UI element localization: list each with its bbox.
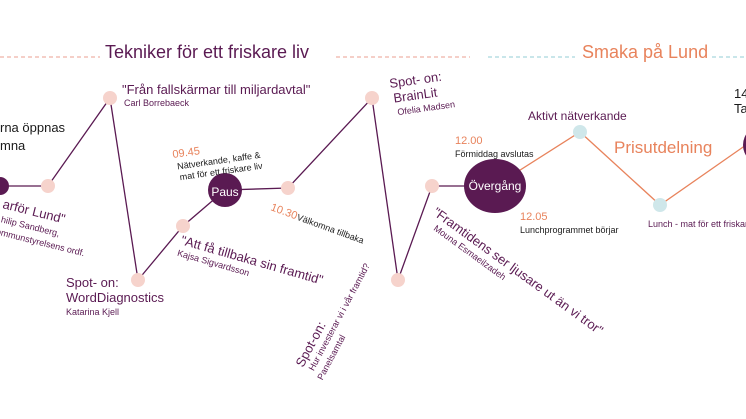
welcome-back-label: Välkomna tillbaka: [296, 212, 366, 246]
node-framtidens: [425, 179, 439, 193]
node-investerar: [391, 273, 405, 287]
node-overgang: [464, 159, 526, 213]
section-title-tekniker: Tekniker för ett friskare liv: [105, 42, 309, 62]
node-start-cut: [0, 177, 9, 195]
talk-brainlit-line2: BrainLit: [392, 85, 438, 106]
talk-wordd-speaker: Katarina Kjell: [66, 307, 119, 317]
node-end-cut: [743, 134, 746, 156]
talk-brainlit-line1: Spot- on:: [388, 69, 442, 91]
transition-end-label: Förmiddag avslutas: [455, 149, 534, 159]
talk-wordd-line1: Spot- on:: [66, 275, 119, 290]
lunch-label: Lunch - mat för ett friskare: [648, 219, 746, 229]
paus-label: Paus: [211, 185, 238, 199]
node-fallskarmar: [103, 91, 117, 105]
transition-start-label: Lunchprogrammet börjar: [520, 225, 619, 235]
node-networking: [573, 125, 587, 139]
section-title-smaka: Smaka på Lund: [582, 42, 708, 62]
transition-start-time: 12.05: [520, 211, 548, 223]
node-paus: [208, 173, 242, 207]
node-tillbaka: [176, 219, 190, 233]
left-fragment-line1: rna öppnas: [0, 120, 66, 135]
paus-time: 09.45: [172, 145, 201, 161]
talk-wordd-line2: WordDiagnostics: [66, 290, 165, 305]
node-lund: [41, 179, 55, 193]
networking-label: Aktivt nätverkande: [528, 109, 627, 123]
node-wordd: [131, 273, 145, 287]
right-cut-time: 14: [734, 86, 746, 101]
node-welcome-back: [281, 181, 295, 195]
right-cut-label: Ta: [734, 101, 746, 116]
node-lunch: [653, 198, 667, 212]
talk-fallskarmar-speaker: Carl Borrebaeck: [124, 98, 190, 108]
talk-fallskarmar-title: "Från fallskärmar till miljardavtal": [122, 82, 311, 97]
welcome-back-time: 10.30: [269, 202, 299, 223]
award-label: Prisutdelning: [614, 138, 712, 157]
transition-label: Övergång: [469, 179, 522, 193]
node-brainlit: [365, 91, 379, 105]
left-fragment-line2: mna: [0, 138, 26, 153]
timeline-path-afternoon: [494, 131, 746, 206]
transition-end-time: 12.00: [455, 135, 483, 147]
